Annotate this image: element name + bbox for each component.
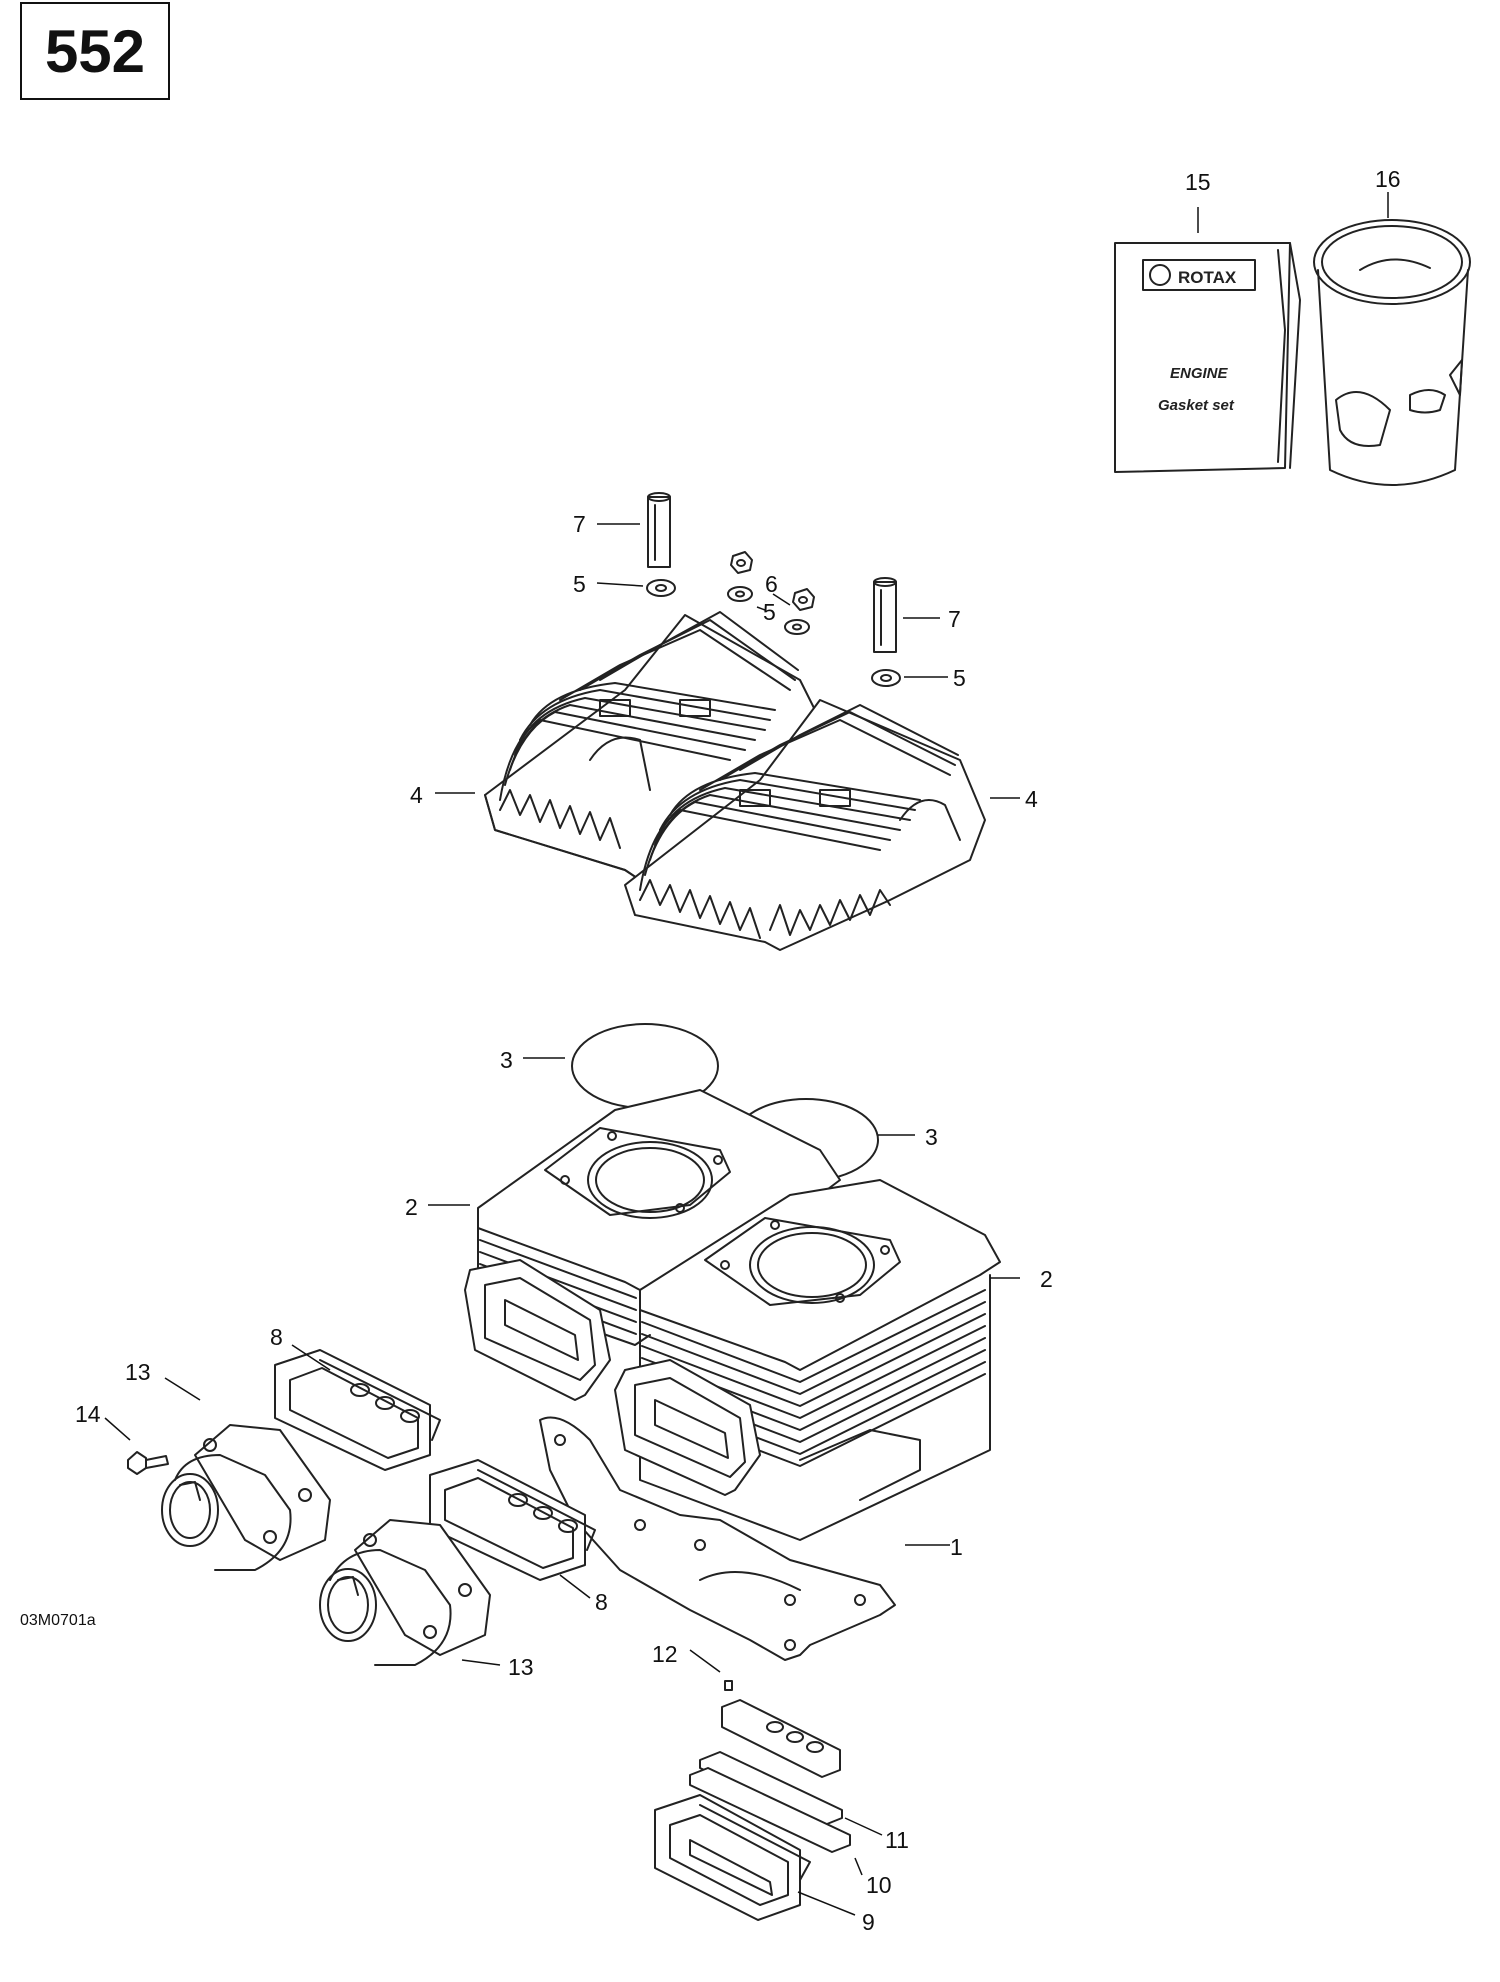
callout-2-left: 2 [405,1194,418,1220]
washer-middle-b [784,619,810,635]
callout-7-right: 7 [948,606,961,632]
book-line-1: ENGINE [1170,365,1229,382]
callout-numbers: 15 16 7 5 6 5 7 5 4 4 3 3 2 2 8 13 14 1 … [75,166,1401,1935]
book-brand: ROTAX [1178,268,1237,287]
callout-6: 6 [765,571,778,597]
callout-5-right: 5 [953,665,966,691]
callout-8-upper: 8 [270,1324,283,1350]
washer-middle-a [727,586,753,602]
callout-8-lower: 8 [595,1589,608,1615]
nut-right [792,588,815,611]
figure-code: 03M0701a [20,1612,96,1629]
callout-12: 12 [652,1641,678,1667]
callout-11: 11 [885,1827,909,1853]
callout-5-middle: 5 [763,599,776,625]
reed-petal [699,1751,843,1827]
callout-4-right: 4 [1025,786,1038,812]
page-number-box: 552 [20,2,170,100]
callout-5-upper: 5 [573,571,586,597]
cylinder-right [639,1179,1001,1541]
reed-valve-upper [274,1349,441,1471]
callout-15: 15 [1185,169,1211,195]
reed-valve-body [654,1794,811,1921]
reed-plate [689,1767,851,1853]
cylinder-head-right [624,699,986,951]
callout-3-left: 3 [500,1047,513,1073]
callout-3-right: 3 [925,1124,938,1150]
gasket-set-book: ROTAX ENGINE Gasket set [1114,242,1301,473]
reed-valve-lower [429,1459,596,1581]
rubber-mount-lower [319,1519,491,1666]
page-number: 552 [44,17,146,85]
reed-stopper [721,1699,841,1778]
callout-2-right: 2 [1040,1266,1053,1292]
callout-13-upper: 13 [125,1359,151,1385]
cylinder-sleeve [1313,219,1471,486]
leader-lines [104,192,1389,1916]
intake-port-lower [614,1359,761,1496]
callout-7-upper: 7 [573,511,586,537]
book-line-2: Gasket set [1158,397,1235,414]
washer-right [871,669,901,687]
small-screw [724,1680,733,1691]
intake-port-upper [464,1259,611,1401]
callout-4-left: 4 [410,782,423,808]
washer-left [646,579,676,597]
callout-16: 16 [1375,166,1401,192]
nut-top [730,551,753,574]
stud-right [873,577,897,653]
callout-14: 14 [75,1401,101,1427]
rubber-mount-upper [161,1424,331,1571]
callout-13-lower: 13 [508,1654,534,1680]
screw [127,1451,169,1475]
stud-left [647,492,671,568]
callout-10: 10 [866,1872,892,1898]
callout-1: 1 [950,1534,963,1560]
base-gasket [539,1416,896,1661]
callout-9: 9 [862,1909,875,1935]
